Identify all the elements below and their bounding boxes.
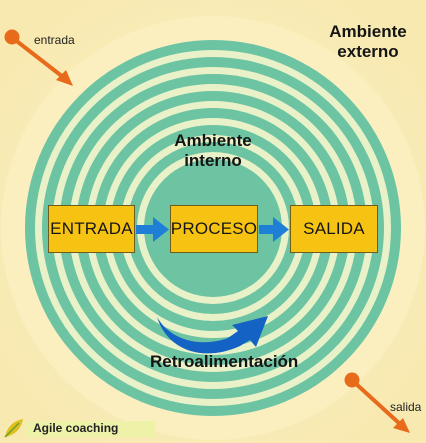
output-box: SALIDA bbox=[290, 205, 378, 253]
process-box: PROCESO bbox=[170, 205, 258, 253]
leaf-icon bbox=[4, 419, 23, 438]
internal-environment-label: Ambiente interno bbox=[158, 131, 268, 172]
external-environment-label: Ambiente externo bbox=[318, 22, 418, 63]
external-label-line2: externo bbox=[337, 42, 399, 62]
internal-label-line2: interno bbox=[184, 151, 242, 171]
brand-highlight bbox=[25, 421, 155, 437]
external-label-line1: Ambiente bbox=[329, 22, 407, 41]
feedback-label: Retroalimentación bbox=[150, 352, 299, 371]
output-arrow-label: salida bbox=[390, 400, 422, 414]
input-box: ENTRADA bbox=[48, 205, 135, 253]
internal-label-line1: Ambiente bbox=[174, 131, 252, 150]
brand-text: Agile coaching bbox=[33, 421, 119, 435]
brand-logo: Agile coaching bbox=[3, 417, 158, 439]
input-arrow-label: entrada bbox=[34, 33, 75, 47]
